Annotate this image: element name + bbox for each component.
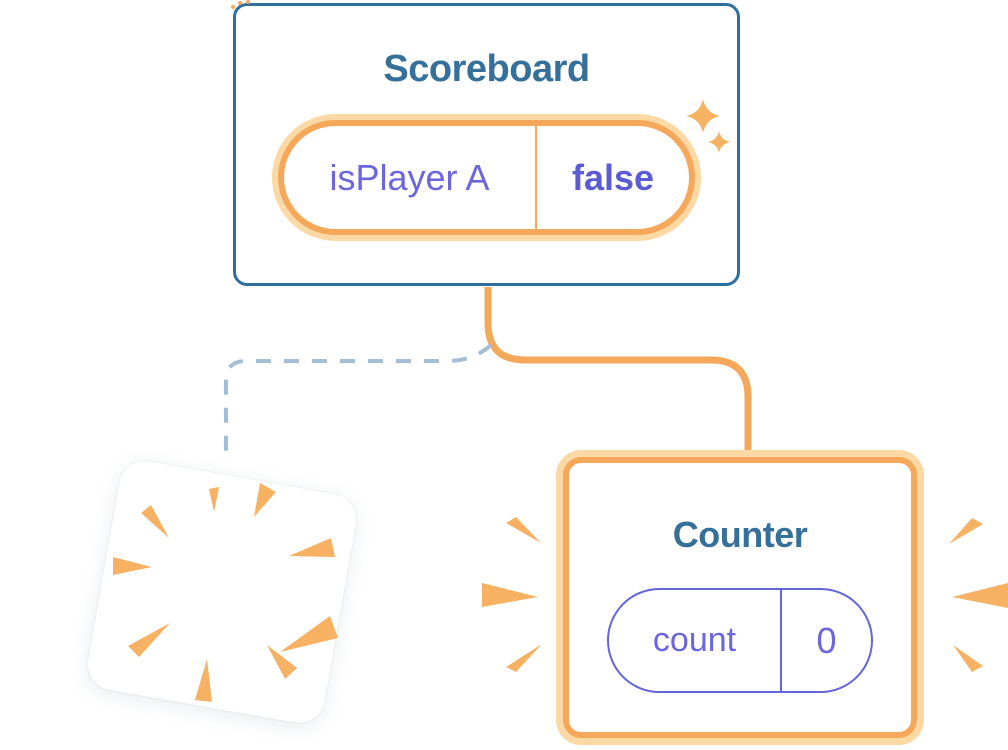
destroyed-component-card [83,456,361,728]
emphasis-rays-left-icon [482,517,542,672]
pill-divider [535,126,537,229]
scoreboard-state-pill: isPlayer A false [278,120,695,235]
state-key-label: count [652,621,737,659]
emphasis-rays-right-icon [949,518,1008,672]
counter-card: Counter count 0 [563,457,917,738]
scoreboard-title: Scoreboard [383,48,590,90]
counter-title: Counter [672,514,808,555]
state-value-label: false [571,156,655,198]
state-value-label: 0 [816,619,837,661]
pill-divider [780,590,782,691]
scoreboard-card: Scoreboard isPlayer A false [233,3,740,286]
scoreboard-to-counter-connector-line [484,287,752,460]
counter-state-pill: count 0 [607,588,873,693]
removed-branch-dashed-line [224,343,493,458]
state-key-label: isPlayer A [329,156,490,198]
